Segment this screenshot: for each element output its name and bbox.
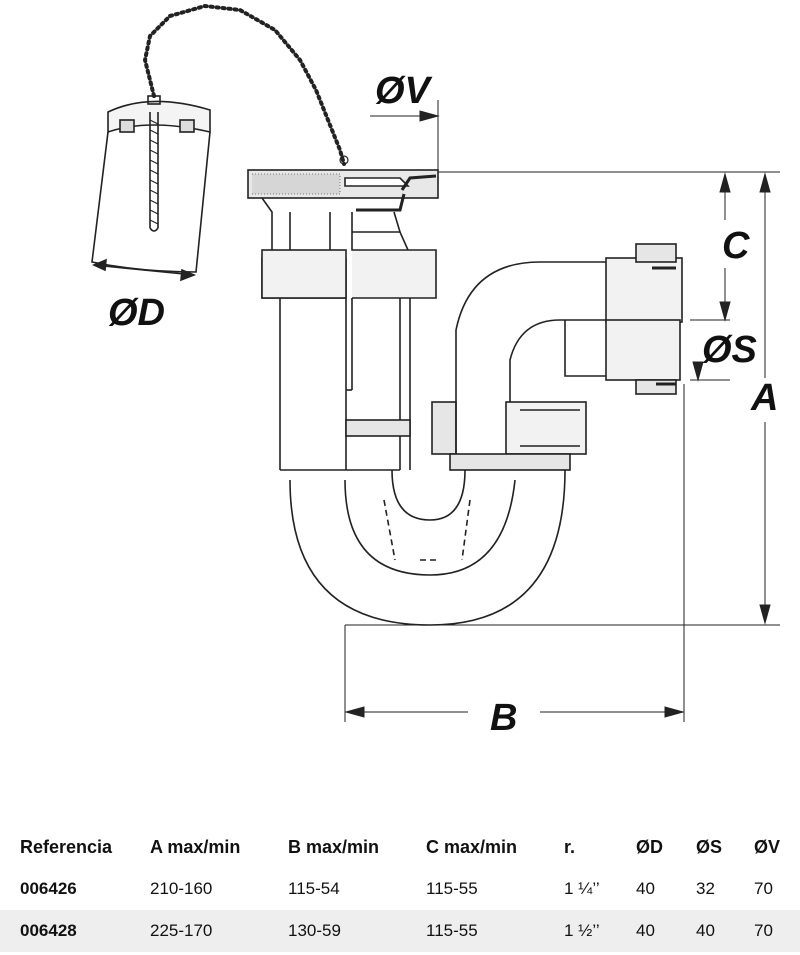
dimension-label-c: C: [722, 225, 750, 267]
siphon-technical-drawing: ØV ØD C ØS A B: [91, 3, 780, 739]
cell-v: 70: [754, 879, 773, 898]
specifications-table: Referencia A max/min B max/min C max/min…: [0, 826, 800, 952]
header-v: ØV: [754, 836, 781, 857]
cell-a: 210-160: [150, 879, 213, 898]
cell-v: 70: [754, 921, 773, 940]
table-row: 006428 225-170 130-59 115-55 1 ½’’ 40 40…: [0, 910, 800, 952]
header-d: ØD: [636, 836, 663, 857]
header-r: r.: [564, 836, 576, 857]
cell-c: 115-55: [426, 921, 478, 940]
cell-c: 115-55: [426, 879, 478, 898]
dimension-label-v: ØV: [375, 70, 433, 112]
cell-s: 32: [696, 879, 715, 898]
dimension-label-s: ØS: [702, 329, 757, 371]
header-c: C max/min: [426, 836, 518, 857]
dimension-d-line: [91, 258, 197, 282]
table-row: 006426 210-160 115-54 115-55 1 ¼’’ 40 32…: [0, 868, 800, 910]
chain-icon: [142, 3, 349, 166]
cell-s: 40: [696, 921, 715, 940]
header-referencia: Referencia: [20, 836, 113, 857]
dimension-label-d: ØD: [108, 292, 165, 334]
vertical-tail-pipe: [279, 298, 411, 471]
cell-a: 225-170: [150, 921, 213, 940]
cell-d: 40: [636, 921, 655, 940]
dimension-lines: [344, 100, 780, 722]
waste-flange-icon: [247, 169, 439, 299]
cell-r: 1 ½’’: [564, 921, 600, 940]
cell-referencia: 006428: [20, 921, 77, 940]
cell-d: 40: [636, 879, 655, 898]
cell-r: 1 ¼’’: [564, 879, 600, 898]
dimension-label-b: B: [490, 697, 517, 739]
header-a: A max/min: [150, 836, 241, 857]
u-bend-trap: [289, 469, 566, 626]
header-b: B max/min: [288, 836, 380, 857]
cell-b: 130-59: [288, 921, 341, 940]
table-header-row: Referencia A max/min B max/min C max/min…: [0, 826, 800, 868]
outlet-elbow: [431, 243, 683, 471]
cell-b: 115-54: [288, 879, 340, 898]
plug-stopper-icon: [91, 95, 211, 273]
header-s: ØS: [696, 836, 723, 857]
dimension-label-a: A: [750, 377, 778, 419]
cell-referencia: 006426: [20, 879, 77, 898]
